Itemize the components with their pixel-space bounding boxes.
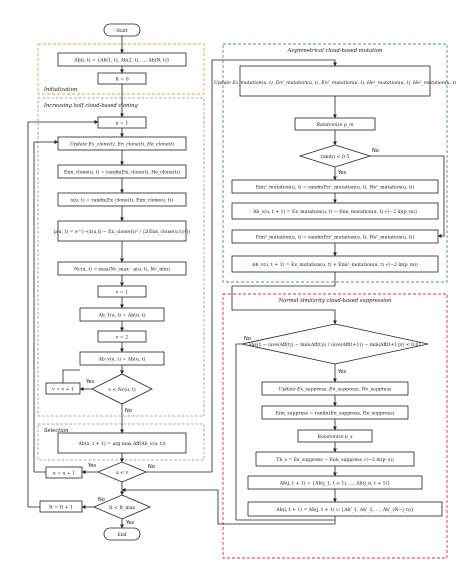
x-ut-label: x(u, t) = randn(Ex_clone(t), Enn_clone(u… bbox=[71, 197, 174, 204]
v-two-label: v = 2 bbox=[115, 335, 128, 341]
u-one-label: u = 1 bbox=[116, 121, 129, 127]
vcheck-yes-label: Yes bbox=[85, 379, 94, 385]
abv-mutation1-label: Ab_v(u, t + 1) = Ex_mutation(u, t) − Enn… bbox=[252, 208, 417, 215]
edge-check-no-enn2 bbox=[370, 155, 445, 238]
randcheck-yes-label: Yes bbox=[337, 170, 346, 176]
suppression-check-label: abs(1 − (ave(Aff(t)) − min(Aff(t))) / (a… bbox=[249, 341, 422, 348]
rand-check-label: rand() < 0.5 bbox=[321, 153, 350, 160]
edge-supcheck-no bbox=[235, 343, 335, 521]
update-mutation-node bbox=[239, 65, 431, 97]
ucheck-no-label: No bbox=[148, 464, 155, 470]
enn-clone-label: Enn_clone(u, t) = randn(En_clone(t), He_… bbox=[64, 169, 180, 176]
start-label: Start bbox=[116, 28, 128, 34]
mutation-group bbox=[222, 43, 448, 283]
update-mutation-label: Update Ex_mutation(u, t), En¹_mutation(u… bbox=[214, 79, 457, 86]
ab-v-label: Ab_v(u, t) = Ab(u, t) bbox=[98, 356, 146, 363]
suppression-group bbox=[222, 293, 448, 559]
vcheck-no-label: No bbox=[125, 408, 132, 414]
mutation-title: Asymmetrical cloud-based mutation bbox=[287, 48, 383, 54]
update-suppress-label: Update Ex_suppress, En_suppress, He_supp… bbox=[279, 387, 392, 393]
end-label: End bbox=[117, 532, 126, 538]
threshold-label: Th_s = Ex_suppress − Enn_suppress √(−2 l… bbox=[276, 456, 394, 463]
itcheck-yes-label: Yes bbox=[125, 520, 134, 526]
randomize-pm-label: Randomize p_m bbox=[316, 122, 355, 128]
ab-j-label: Ab(j, t + 1) = {Ab(j_1, t + 1), ..., Ab(… bbox=[279, 480, 391, 487]
randcheck-no-label: No bbox=[372, 148, 379, 154]
enn-suppress-label: Enn_suppress = randn(En_suppress, He_sup… bbox=[276, 410, 395, 417]
nc-ut-label: Nc(u, t) = max(Nc_max · μ(u, t), Nc_min) bbox=[74, 266, 170, 273]
ab-one-label: Ab_1(u, t) = Ab(u, t) bbox=[97, 312, 145, 319]
it-zero-label: It = 0 bbox=[115, 77, 128, 83]
selection-title: Selection bbox=[44, 428, 68, 434]
edge-final-to-itcheck bbox=[121, 488, 336, 525]
randomize-ps-label: Randomize p_s bbox=[317, 434, 354, 440]
v-one-label: v = 1 bbox=[115, 290, 128, 296]
u-check-label: u < v bbox=[116, 470, 129, 476]
abv-mutation2-label: Ab_v(u, t + 1) = Ex_mutation(u, t) + Enn… bbox=[251, 261, 418, 268]
edge-itinc-loop bbox=[27, 120, 99, 508]
init-population-label: Ab(i, t) = {Ab(1, t), Ab(2, t), ..., Ab(… bbox=[73, 57, 169, 64]
suppression-title: Normal similarity cloud-based suppressio… bbox=[278, 298, 392, 304]
edge-vinc-loop bbox=[62, 369, 80, 383]
ucheck-yes-label: Yes bbox=[87, 463, 96, 469]
edge-mutation-to-suppression bbox=[231, 272, 337, 325]
cloning-title: Increasing half cloud-based cloning bbox=[43, 103, 138, 109]
it-check-label: It < It_max bbox=[109, 505, 135, 511]
update-clone-label: Update Ex_clone(t), En_clone(t), He_clon… bbox=[70, 141, 174, 148]
initialization-group bbox=[37, 43, 205, 95]
cloning-group bbox=[37, 97, 205, 417]
it-increment-label: It = It + 1 bbox=[49, 505, 73, 511]
ab-final-label: Ab(i, t + 1) = Ab(j, t + 1) ∪ {Ab'_1, Ab… bbox=[275, 506, 414, 513]
supcheck-yes-label: Yes bbox=[337, 369, 346, 375]
supcheck-no-label: No bbox=[244, 336, 251, 342]
enn2-mutation-label: Enn²_mutation(u, t) = randn(En²_mutation… bbox=[256, 234, 415, 241]
initialization-title: Initialization bbox=[43, 87, 77, 93]
mu-ut-label: μ(u, t) = e^(−(x(u,t) − Ex_clone(t))² / … bbox=[54, 228, 190, 235]
ab-final-node bbox=[247, 501, 443, 517]
v-increment-label: v = v + 1 bbox=[51, 387, 74, 393]
edge-uinc-loop bbox=[33, 140, 59, 473]
v-check-label: v < Nc(u, t) bbox=[107, 386, 135, 393]
selection-label: Ab(u, t + 1) = arg max Aff(Ab_v(u, t)) bbox=[77, 440, 165, 447]
enn1-mutation-label: Enn¹_mutation(u, t) = randn(En¹_mutation… bbox=[256, 184, 415, 191]
edge-ucheck-no-to-mutation bbox=[146, 59, 337, 473]
u-increment-label: u = u + 1 bbox=[53, 471, 75, 477]
itcheck-no-label: No bbox=[98, 497, 105, 503]
